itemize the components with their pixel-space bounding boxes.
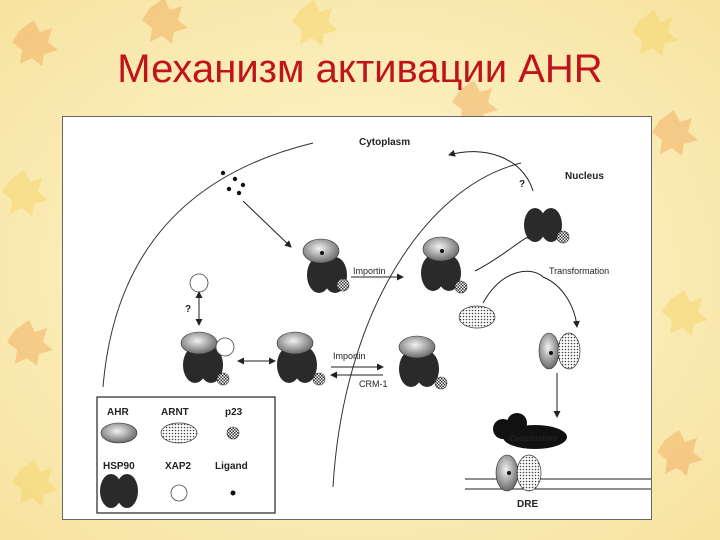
- dna-binding-complex: [465, 413, 651, 491]
- xap2-shape-icon: [171, 485, 187, 501]
- ligand-dots-free: [221, 171, 245, 195]
- coactivators-label: Coactivators: [509, 434, 558, 443]
- transformation-arrow-right: [543, 277, 577, 327]
- nuclear-complex-top: [421, 237, 467, 293]
- ligand-bound-complex: [303, 239, 349, 293]
- legend-label-arnt: ARNT: [161, 407, 189, 418]
- legend-label-ligand: Ligand: [215, 461, 248, 472]
- ahr-pathway-diagram-panel: Cytoplasm Nucleus ? ? Importin Transfor: [62, 116, 652, 520]
- arnt-free: [459, 306, 495, 328]
- nuclear-complex-center: [399, 336, 447, 389]
- cytoplasm-label: Cytoplasm: [359, 137, 410, 148]
- ligand-shape-icon: [231, 491, 236, 496]
- legend-label-p23: p23: [225, 407, 243, 418]
- xap2-free: [190, 274, 208, 292]
- cytoplasmic-complex-with-xap2: [181, 332, 234, 385]
- slide-title: Механизм активации AHR: [0, 44, 720, 94]
- ligand-binding-arrow: [243, 201, 291, 247]
- legend-label-ahr: AHR: [107, 407, 129, 418]
- legend-label-hsp90: HSP90: [103, 461, 135, 472]
- nucleus-membrane-curve: [333, 163, 521, 487]
- nucleus-complex-right: [524, 208, 569, 243]
- nucleus-label: Nucleus: [565, 171, 604, 182]
- question-mark-top: ?: [519, 179, 525, 190]
- p23-shape-icon: [227, 427, 239, 439]
- importin-label-top: Importin: [353, 266, 386, 276]
- transformation-arrow-left: [483, 271, 543, 303]
- question-mark-left: ?: [185, 304, 191, 315]
- cytoplasmic-complex-center: [277, 332, 325, 385]
- legend-label-xap2: XAP2: [165, 461, 192, 472]
- crm1-label: CRM-1: [359, 379, 388, 389]
- ahr-arnt-heterodimer: [539, 333, 580, 369]
- ahr-shape-icon: [101, 423, 137, 443]
- arnt-shape-icon: [161, 423, 197, 443]
- ahr-pathway-diagram: Cytoplasm Nucleus ? ? Importin Transfor: [63, 117, 651, 519]
- importin-label-mid: Importin: [333, 351, 366, 361]
- arrow-to-nucleus-complex: [475, 235, 533, 271]
- dre-label: DRE: [517, 499, 538, 510]
- transformation-label: Transformation: [549, 266, 609, 276]
